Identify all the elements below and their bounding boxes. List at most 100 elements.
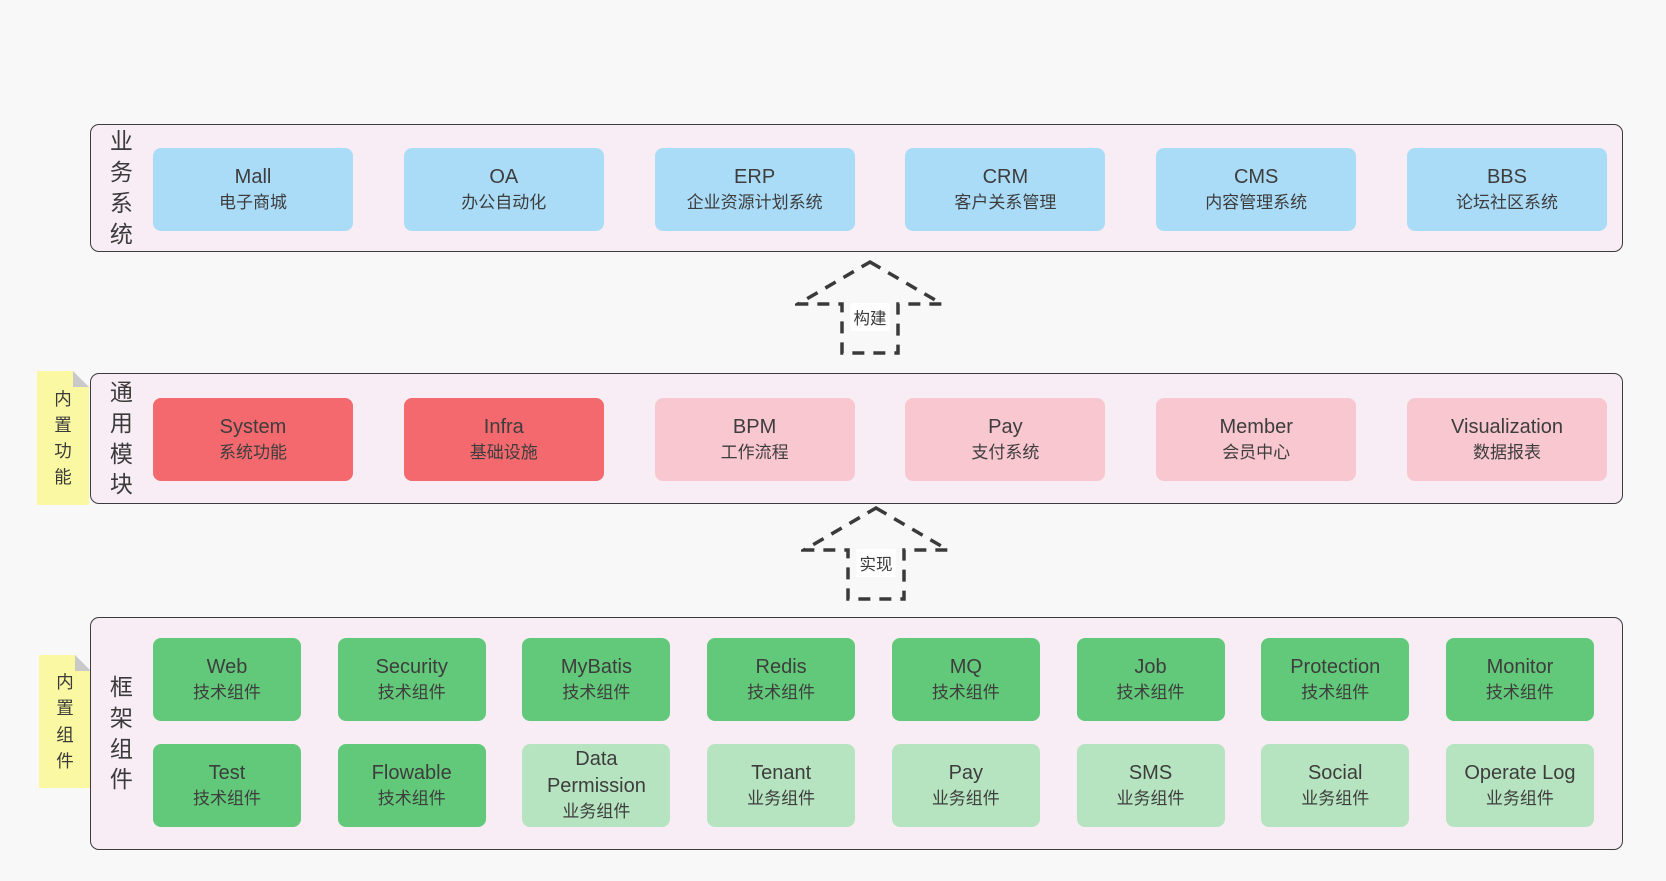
box-protection: Protection 技术组件 — [1261, 638, 1410, 721]
box-subtitle: 业务组件 — [562, 802, 631, 822]
band-label-components: 框架组件 — [107, 618, 136, 849]
box-title: Flowable — [371, 761, 452, 784]
band-label-text: 业务系统 — [109, 128, 133, 247]
box-test: Test 技术组件 — [153, 744, 301, 827]
box-subtitle: 办公自动化 — [461, 192, 547, 212]
box-title: ERP — [734, 165, 776, 188]
box-bbs: BBS 论坛社区系统 — [1406, 148, 1607, 231]
box-title: Redis — [755, 655, 807, 678]
box-system: System 系统功能 — [153, 398, 353, 481]
box-subtitle: 系统功能 — [219, 442, 287, 462]
box-pay-biz: Pay 业务组件 — [891, 744, 1040, 827]
box-subtitle: 会员中心 — [1222, 442, 1291, 462]
build-arrow-label: 构建 — [850, 303, 890, 332]
band-framework-components: 框架组件 Web 技术组件 Security 技术组件 MyBatis 技术组件… — [90, 617, 1623, 850]
box-subtitle: 技术组件 — [1116, 682, 1185, 702]
business-box-row: Mall 电子商城 OA 办公自动化 ERP 企业资源计划系统 CRM 客户关系… — [153, 148, 1607, 231]
box-subtitle: 企业资源计划系统 — [686, 192, 823, 212]
box-title: SMS — [1128, 761, 1173, 784]
box-title: Operate Log — [1464, 761, 1576, 784]
box-operate-log: Operate Log 业务组件 — [1445, 744, 1594, 827]
box-subtitle: 工作流程 — [720, 442, 789, 462]
box-redis: Redis 技术组件 — [707, 638, 856, 721]
sticky-note-text: 内置组件 — [56, 672, 74, 771]
box-subtitle: 电子商城 — [219, 192, 287, 212]
box-subtitle: 数据报表 — [1472, 442, 1541, 462]
box-title: Member — [1219, 415, 1293, 438]
box-title: Visualization — [1451, 415, 1563, 438]
box-subtitle: 业务组件 — [1301, 788, 1370, 808]
band-label-modules: 通用模块 — [107, 374, 136, 503]
box-title: Web — [206, 655, 248, 678]
box-subtitle: 技术组件 — [377, 682, 446, 702]
box-title: BPM — [732, 415, 777, 438]
box-subtitle: 技术组件 — [747, 682, 816, 702]
box-mq: MQ 技术组件 — [891, 638, 1040, 721]
box-title: Pay — [948, 761, 984, 784]
box-subtitle: 支付系统 — [971, 442, 1040, 462]
module-box-row: System 系统功能 Infra 基础设施 BPM 工作流程 Pay 支付系统… — [153, 398, 1607, 481]
box-subtitle: 技术组件 — [1301, 682, 1370, 702]
box-title: System — [219, 415, 287, 438]
box-subtitle: 技术组件 — [193, 788, 261, 808]
box-subtitle: 业务组件 — [747, 788, 816, 808]
box-mall: Mall 电子商城 — [153, 148, 353, 231]
box-title: Tenant — [751, 761, 812, 784]
box-subtitle: 客户关系管理 — [954, 192, 1057, 212]
band-label-text: 框架组件 — [109, 673, 133, 793]
box-title: Pay — [988, 415, 1023, 438]
component-box-row-1: Web 技术组件 Security 技术组件 MyBatis 技术组件 Redi… — [153, 638, 1594, 721]
box-title: Test — [208, 761, 246, 784]
band-common-modules: 通用模块 System 系统功能 Infra 基础设施 BPM 工作流程 Pay… — [90, 373, 1623, 504]
band-business-systems: 业务系统 Mall 电子商城 OA 办公自动化 ERP 企业资源计划系统 CRM… — [90, 124, 1623, 252]
box-visualization: Visualization 数据报表 — [1406, 398, 1607, 481]
box-mybatis: MyBatis 技术组件 — [522, 638, 671, 721]
sticky-note-builtin-components: 内置组件 — [39, 655, 91, 788]
box-title: OA — [489, 165, 519, 188]
box-subtitle: 业务组件 — [931, 788, 1000, 808]
box-data-permission: Data Permission 业务组件 — [522, 744, 671, 827]
up-arrow-icon — [801, 505, 951, 601]
box-subtitle: 技术组件 — [193, 682, 261, 702]
box-flowable: Flowable 技术组件 — [337, 744, 486, 827]
box-subtitle: 内容管理系统 — [1205, 192, 1308, 212]
box-title: CRM — [982, 165, 1029, 188]
box-cms: CMS 内容管理系统 — [1156, 148, 1357, 231]
box-sms: SMS 业务组件 — [1076, 744, 1225, 827]
implement-arrow: 实现 — [801, 505, 951, 602]
component-box-row-2: Test 技术组件 Flowable 技术组件 Data Permission … — [153, 744, 1594, 827]
box-title: Monitor — [1486, 655, 1554, 678]
box-web: Web 技术组件 — [153, 638, 301, 721]
box-social: Social 业务组件 — [1261, 744, 1410, 827]
band-label-business: 业务系统 — [107, 125, 136, 251]
box-job: Job 技术组件 — [1076, 638, 1225, 721]
box-title: BBS — [1486, 165, 1527, 188]
box-tenant: Tenant 业务组件 — [707, 744, 856, 827]
implement-arrow-label: 实现 — [856, 549, 896, 578]
box-subtitle: 业务组件 — [1116, 788, 1185, 808]
box-title: Infra — [483, 415, 524, 438]
box-infra: Infra 基础设施 — [403, 398, 604, 481]
sticky-note-text: 内置功能 — [54, 388, 72, 488]
box-subtitle: 技术组件 — [377, 788, 446, 808]
box-pay: Pay 支付系统 — [905, 398, 1106, 481]
build-arrow: 构建 — [795, 259, 945, 356]
box-subtitle: 论坛社区系统 — [1455, 192, 1558, 212]
box-title: Protection — [1290, 655, 1381, 678]
box-subtitle: 业务组件 — [1485, 788, 1554, 808]
box-oa: OA 办公自动化 — [403, 148, 604, 231]
box-title: Security — [375, 655, 448, 678]
box-subtitle: 技术组件 — [1485, 682, 1554, 702]
box-subtitle: 技术组件 — [562, 682, 631, 702]
box-title: MQ — [949, 655, 982, 678]
box-erp: ERP 企业资源计划系统 — [654, 148, 855, 231]
box-title: CMS — [1233, 165, 1279, 188]
box-monitor: Monitor 技术组件 — [1445, 638, 1594, 721]
up-arrow-icon — [795, 259, 945, 355]
box-title: Mall — [234, 165, 272, 188]
box-member: Member 会员中心 — [1156, 398, 1357, 481]
box-title: MyBatis — [560, 655, 632, 678]
box-crm: CRM 客户关系管理 — [905, 148, 1106, 231]
band-label-text: 通用模块 — [109, 378, 133, 498]
